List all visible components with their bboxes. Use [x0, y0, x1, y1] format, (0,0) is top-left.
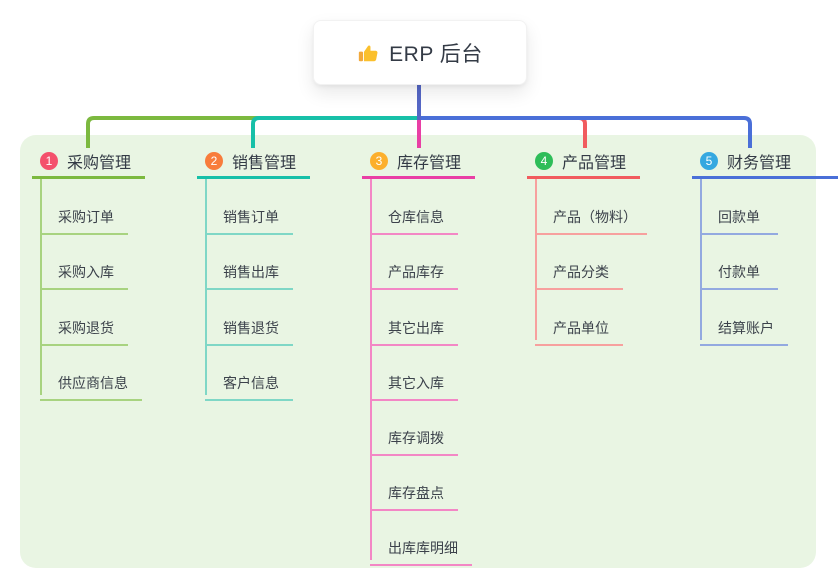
child-node[interactable]: 库存调拨 — [370, 419, 458, 456]
child-node[interactable]: 产品单位 — [535, 309, 623, 346]
branch-number-badge: 1 — [40, 152, 58, 170]
branch-label: 采购管理 — [67, 155, 132, 172]
child-node[interactable]: 付款单 — [700, 253, 778, 290]
branch-node-purchase[interactable]: 1 采购管理 — [32, 146, 145, 179]
child-node[interactable]: 销售退货 — [205, 309, 293, 346]
child-node[interactable]: 结算账户 — [700, 309, 788, 346]
branch-label: 销售管理 — [232, 155, 297, 172]
branch-node-sales[interactable]: 2 销售管理 — [197, 146, 310, 179]
thumbs-up-icon — [359, 44, 378, 61]
child-node[interactable]: 仓库信息 — [370, 198, 458, 235]
branch-number-badge: 2 — [205, 152, 223, 170]
child-node[interactable]: 回款单 — [700, 198, 778, 235]
child-node[interactable]: 采购入库 — [40, 253, 128, 290]
branch-node-finance[interactable]: 5 财务管理 — [692, 146, 838, 179]
mindmap-panel — [20, 135, 816, 568]
branch-number-badge: 5 — [700, 152, 718, 170]
child-node[interactable]: 供应商信息 — [40, 364, 142, 401]
child-node[interactable]: 客户信息 — [205, 364, 293, 401]
child-node[interactable]: 出库库明细 — [370, 529, 472, 566]
child-node[interactable]: 销售出库 — [205, 253, 293, 290]
child-node[interactable]: 产品库存 — [370, 253, 458, 290]
child-node[interactable]: 产品（物料） — [535, 198, 647, 235]
child-node[interactable]: 销售订单 — [205, 198, 293, 235]
child-node[interactable]: 产品分类 — [535, 253, 623, 290]
child-node[interactable]: 其它入库 — [370, 364, 458, 401]
branch-label: 库存管理 — [397, 155, 462, 172]
root-label: ERP 后台 — [389, 42, 483, 66]
branch-node-inventory[interactable]: 3 库存管理 — [362, 146, 475, 179]
branch-label: 财务管理 — [727, 155, 792, 172]
branch-node-product[interactable]: 4 产品管理 — [527, 146, 640, 179]
child-node[interactable]: 采购退货 — [40, 309, 128, 346]
child-node[interactable]: 采购订单 — [40, 198, 128, 235]
branch-number-badge: 4 — [535, 152, 553, 170]
child-node[interactable]: 库存盘点 — [370, 474, 458, 511]
branch-label: 产品管理 — [562, 155, 627, 172]
branch-number-badge: 3 — [370, 152, 388, 170]
root-node[interactable]: ERP 后台 — [313, 20, 527, 85]
child-node[interactable]: 其它出库 — [370, 309, 458, 346]
